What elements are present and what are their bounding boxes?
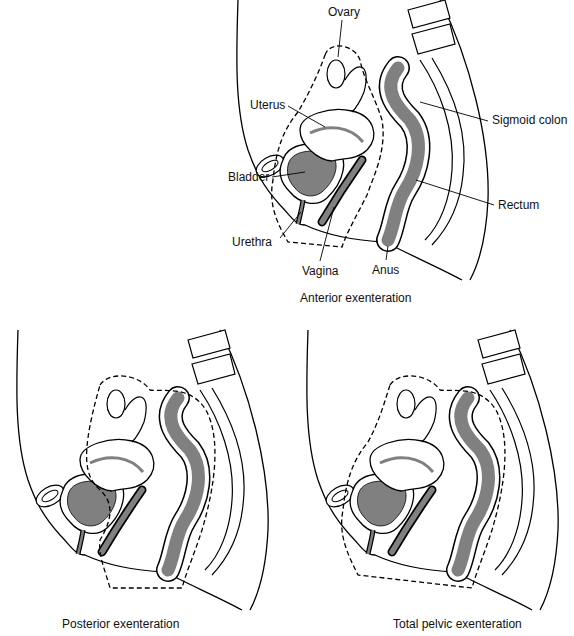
part-label: Ovary — [328, 5, 360, 19]
leader-line — [338, 20, 342, 57]
pelvis-anatomy — [307, 330, 558, 610]
leader-line — [320, 207, 334, 261]
panel-caption: Total pelvic exenteration — [393, 617, 522, 631]
panel-caption: Posterior exenteration — [62, 617, 179, 631]
pelvis-anatomy — [237, 0, 488, 280]
part-label: Uterus — [250, 98, 285, 112]
panel-caption: Anterior exenteration — [300, 291, 411, 305]
resection-outline — [87, 376, 215, 588]
part-label: Vagina — [302, 264, 338, 278]
leader-line — [416, 180, 494, 205]
leader-line — [420, 102, 488, 121]
part-label: Rectum — [498, 198, 539, 212]
leader-line — [288, 106, 325, 127]
leader-line — [280, 212, 301, 238]
resection-outline — [272, 46, 383, 247]
resection-outline — [342, 376, 505, 588]
pelvis-anatomy — [17, 330, 268, 610]
part-label: Sigmoid colon — [492, 113, 567, 127]
part-label: Bladder — [228, 170, 269, 184]
leader-line — [272, 172, 305, 177]
part-label: Anus — [372, 263, 399, 277]
part-label: Urethra — [232, 235, 272, 249]
leader-line — [386, 246, 388, 260]
